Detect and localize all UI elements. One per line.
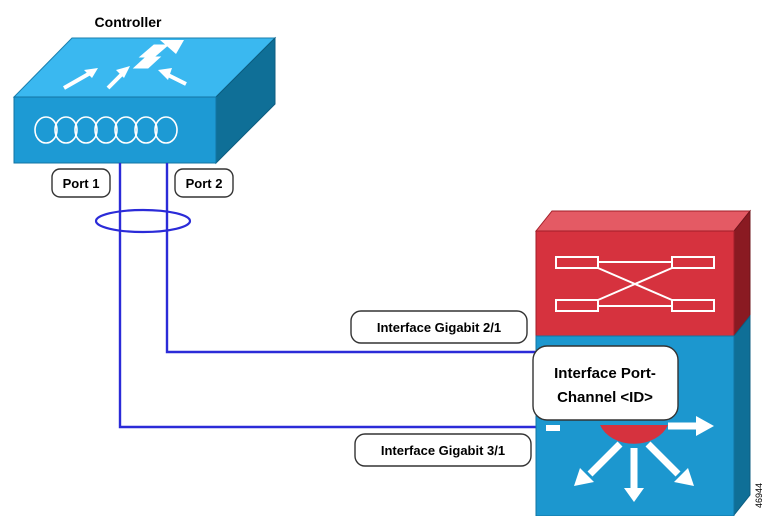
controller-label: Controller xyxy=(95,14,162,30)
links xyxy=(118,163,538,429)
link-aggregation-ring xyxy=(94,208,192,234)
controller-device: Controller xyxy=(12,14,277,165)
port-1-badge: Port 1 xyxy=(51,168,111,198)
interface-gig21-badge: Interface Gigabit 2/1 xyxy=(350,310,528,344)
switch-crossbar-icon xyxy=(555,256,715,312)
interface-gig31-label: Interface Gigabit 3/1 xyxy=(381,443,505,458)
link-port2-gig21 xyxy=(165,163,538,354)
interface-port-channel-label-line2: Channel <ID> xyxy=(557,389,653,406)
interface-gig21-label: Interface Gigabit 2/1 xyxy=(377,320,501,335)
interface-port-channel-badge: Interface Port- Channel <ID> xyxy=(532,345,679,421)
controller-arrows-icon xyxy=(63,40,187,90)
controller-ports-pattern-icon xyxy=(34,116,178,144)
interface-gig31-badge: Interface Gigabit 3/1 xyxy=(354,433,532,467)
figure-id: 46944 xyxy=(754,483,764,508)
link-port1-gig31 xyxy=(118,163,538,429)
interface-port-channel-label-line1: Interface Port- xyxy=(554,365,656,382)
port-1-label: Port 1 xyxy=(63,176,100,191)
port-2-label: Port 2 xyxy=(186,176,223,191)
port-2-badge: Port 2 xyxy=(174,168,234,198)
switch-multilayer-icon xyxy=(546,416,714,502)
